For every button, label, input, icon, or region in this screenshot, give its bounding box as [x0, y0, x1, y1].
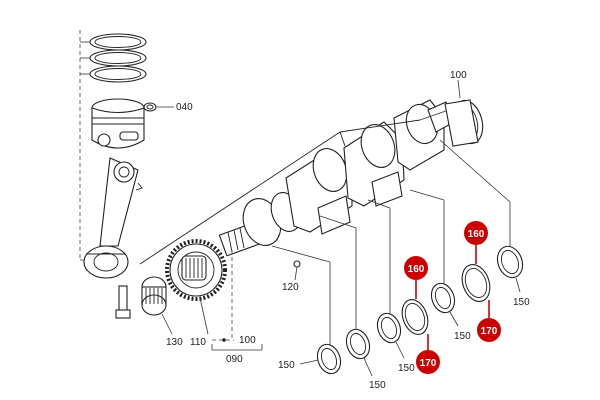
label-040: 040 — [176, 102, 193, 113]
callout-160-right-text: 160 — [468, 229, 485, 240]
callout-170-right-text: 170 — [481, 326, 498, 337]
label-150-d: 150 — [454, 331, 471, 342]
main-bearing-5: 150 — [496, 245, 530, 308]
label-090: 090 — [226, 354, 243, 365]
label-130: 130 — [166, 337, 183, 348]
bearing-leaders — [271, 139, 511, 348]
main-bearing-3: 150 — [376, 312, 415, 374]
connecting-rod — [80, 157, 143, 279]
label-120: 120 — [282, 282, 299, 293]
callout-170-right[interactable]: 170 — [477, 300, 501, 342]
rod-bolt — [115, 285, 131, 319]
thrust-washer-right — [461, 264, 491, 302]
label-100-top: 100 — [450, 70, 467, 81]
thrust-washer-left — [401, 299, 429, 335]
piston — [91, 98, 145, 149]
label-100-bottom: 100 — [239, 335, 256, 346]
callout-160-right[interactable]: 160 — [464, 221, 488, 264]
crankshaft: 120 — [218, 99, 455, 293]
piston-rings — [79, 30, 147, 260]
label-150-a: 150 — [278, 360, 295, 371]
bearing-100-top: 100 — [444, 70, 484, 147]
callout-160-left-text: 160 — [408, 264, 425, 275]
callout-160-left[interactable]: 160 — [404, 256, 428, 299]
bracket-090: 100 090 — [211, 335, 263, 365]
label-110: 110 — [190, 337, 206, 348]
label-150-b: 150 — [369, 380, 386, 391]
circlip-040: 040 — [143, 102, 193, 113]
main-bearing-4: 150 — [430, 282, 471, 342]
callout-170-left[interactable]: 170 — [416, 334, 440, 374]
label-150-e: 150 — [513, 297, 530, 308]
main-bearing-2: 150 — [345, 328, 386, 391]
needle-bearing-130: 130 — [141, 276, 183, 348]
main-bearing-1: 150 — [278, 343, 342, 375]
label-150-c: 150 — [398, 363, 415, 374]
crank-gear-110: 110 — [165, 239, 227, 348]
callout-170-left-text: 170 — [420, 358, 437, 369]
